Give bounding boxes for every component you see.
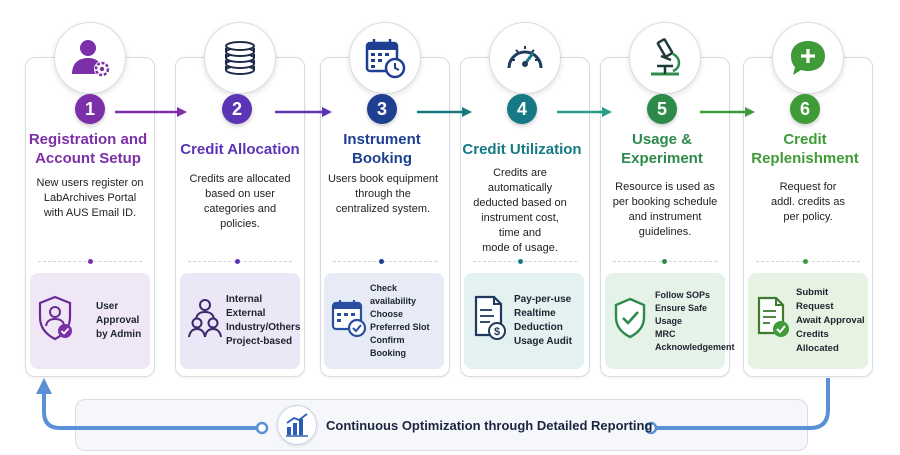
step-1-connector-dot [88, 259, 93, 264]
step-3-divider [333, 261, 437, 262]
step-4-description: Credits are automatically deducted based… [473, 167, 567, 254]
calendar-clock-icon [365, 39, 406, 79]
user-group-icon [188, 299, 222, 338]
step-5-panel-text: Follow SOPs Ensure Safe Usage MRC Acknow… [655, 289, 735, 352]
flow-arrow-2-3 [275, 104, 332, 117]
step-1-panel-text: User Approval by Admin [96, 301, 142, 340]
calendar-check-icon [331, 300, 367, 338]
step-1-icon-circle [54, 22, 126, 94]
bar-chart-icon [286, 413, 308, 437]
step-3-description: Users book equipment through the central… [327, 173, 439, 215]
step-3-number: 3 [367, 94, 397, 124]
step-5-icon-circle [629, 22, 701, 94]
step-6-panel-text: Submit Request Await Approval Credits Al… [796, 287, 865, 354]
user-gear-icon [72, 40, 110, 77]
optimization-label: Continuous Optimization through Detailed… [326, 418, 653, 433]
chat-plus-icon [791, 41, 825, 75]
document-check-icon [757, 296, 789, 337]
step-3-title: Instrument Booking [343, 131, 421, 167]
shield-user-check-icon [38, 295, 72, 341]
step-5-connector-dot [662, 259, 667, 264]
step-6-title: Credit Replenishment [751, 131, 859, 167]
coin-stack-icon [225, 41, 255, 75]
invoice-dollar-icon: $ [474, 295, 506, 340]
step-5-title: Usage & Experiment [621, 131, 703, 167]
step-5-number: 5 [647, 94, 677, 124]
step-4-icon-circle [489, 22, 561, 94]
step-6-connector-dot [803, 259, 808, 264]
gauge-icon [507, 46, 543, 69]
flow-arrow-1-2 [115, 104, 187, 117]
step-1-number: 1 [75, 94, 105, 124]
step-3-icon-circle [349, 22, 421, 94]
step-1-title: Registration and Account Setup [28, 131, 148, 167]
step-6-number: 6 [790, 94, 820, 124]
step-5-description: Resource is used as per booking schedule… [612, 181, 718, 238]
microscope-icon [651, 38, 681, 76]
step-2-connector-dot [235, 259, 240, 264]
step-4-title: Credit Utilization [462, 141, 582, 158]
step-2-number: 2 [222, 94, 252, 124]
step-2-title: Credit Allocation [180, 141, 300, 158]
step-4-connector-dot [518, 259, 523, 264]
step-6-description: Request for addl. credits as per policy. [771, 181, 845, 223]
flow-arrow-5-6 [700, 104, 755, 117]
step-3-detail-panel: Check availability Choose Preferred Slot… [324, 273, 444, 369]
step-6-detail-panel: Submit Request Await Approval Credits Al… [748, 273, 868, 369]
step-6-divider [756, 261, 860, 262]
step-2-icon-circle [204, 22, 276, 94]
step-1-detail-panel: User Approval by Admin [30, 273, 150, 369]
step-2-panel-text: Internal External Industry/Others Projec… [226, 294, 301, 347]
step-4-number: 4 [507, 94, 537, 124]
flow-arrow-4-5 [557, 104, 612, 117]
svg-text:$: $ [494, 326, 500, 338]
step-2-description: Credits are allocated based on user cate… [189, 173, 291, 230]
step-2-divider [188, 261, 292, 262]
step-2-detail-panel: Internal External Industry/Others Projec… [180, 273, 300, 369]
flow-arrow-3-4 [417, 104, 472, 117]
step-3-panel-text: Check availability Choose Preferred Slot… [370, 283, 430, 358]
step-4-divider [473, 261, 577, 262]
step-1-description: New users register on LabArchives Portal… [36, 177, 144, 219]
step-3-connector-dot [379, 259, 384, 264]
shield-check-icon [614, 297, 646, 339]
step-6-icon-circle [772, 22, 844, 94]
step-4-panel-text: Pay-per-use Realtime Deduction Usage Aud… [514, 294, 572, 347]
step-5-detail-panel: Follow SOPs Ensure Safe Usage MRC Acknow… [605, 273, 735, 369]
reporting-icon-circle [277, 405, 317, 445]
step-4-detail-panel: $ Pay-per-use Realtime Deduction Usage A… [464, 273, 584, 369]
